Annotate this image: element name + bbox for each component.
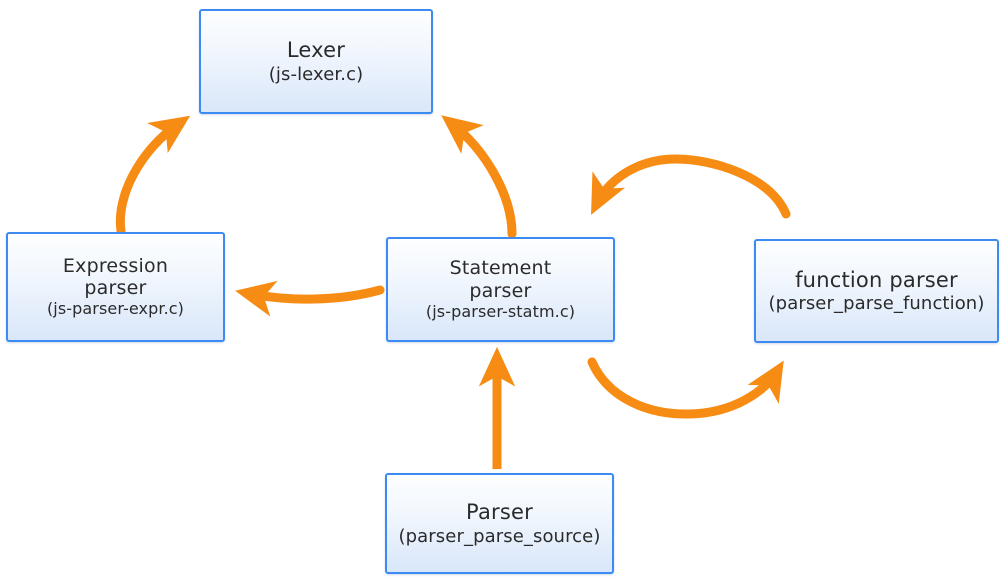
node-lexer-subtitle: (js-lexer.c) xyxy=(268,63,364,85)
node-function-parser[interactable]: function parser (parser_parse_function) xyxy=(754,239,999,343)
edge-statement-to-expression xyxy=(235,280,385,317)
node-lexer[interactable]: Lexer (js-lexer.c) xyxy=(199,9,433,114)
node-parser-title: Parser xyxy=(466,500,533,524)
node-function-parser-title: function parser xyxy=(795,267,958,292)
node-statement-parser-subtitle: (js-parser-statm.c) xyxy=(425,301,576,321)
node-parser[interactable]: Parser (parser_parse_source) xyxy=(385,473,614,574)
edge-statement-to-lexer xyxy=(441,115,517,239)
node-statement-parser[interactable]: Statement parser (js-parser-statm.c) xyxy=(386,237,615,342)
node-function-parser-subtitle: (parser_parse_function) xyxy=(768,293,985,315)
node-expression-parser[interactable]: Expression parser (js-parser-expr.c) xyxy=(6,232,225,342)
node-expression-parser-title: Expression parser xyxy=(62,254,169,300)
edge-statement-to-function xyxy=(587,357,784,419)
edge-function-to-statement xyxy=(591,154,791,219)
edge-expression-to-lexer xyxy=(115,115,191,236)
node-statement-parser-title: Statement parser xyxy=(449,257,552,302)
node-parser-subtitle: (parser_parse_source) xyxy=(398,525,601,547)
node-expression-parser-subtitle: (js-parser-expr.c) xyxy=(46,299,185,319)
node-lexer-title: Lexer xyxy=(286,38,346,62)
